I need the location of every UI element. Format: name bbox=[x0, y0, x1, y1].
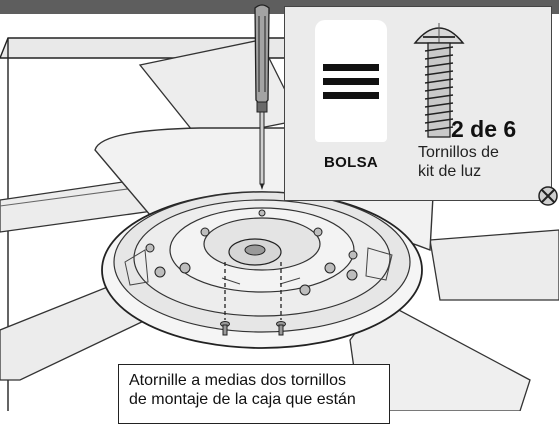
bag-icon bbox=[315, 20, 387, 142]
screw-name-label: Tornillos de kit de luz bbox=[418, 144, 499, 180]
note-line-1: Atornille a medias dos tornillos bbox=[129, 372, 346, 389]
screw-icon bbox=[413, 23, 465, 138]
fan-blade-lower-left bbox=[0, 281, 152, 381]
quantity-label: 2 de 6 bbox=[451, 116, 517, 142]
mounting-screws bbox=[220, 321, 286, 336]
instruction-note: Atornille a medias dos tornillos de mont… bbox=[118, 364, 390, 424]
note-line-2: de montaje de la caja que están bbox=[129, 391, 356, 408]
screwdriver-icon bbox=[254, 4, 270, 190]
bag-label: BOLSA bbox=[324, 154, 378, 171]
fan-blade-right bbox=[429, 229, 559, 301]
phillips-head-icon bbox=[538, 186, 558, 206]
parts-inset: BOLSA 2 de 6 Tornillos de kit de luz bbox=[284, 6, 552, 201]
